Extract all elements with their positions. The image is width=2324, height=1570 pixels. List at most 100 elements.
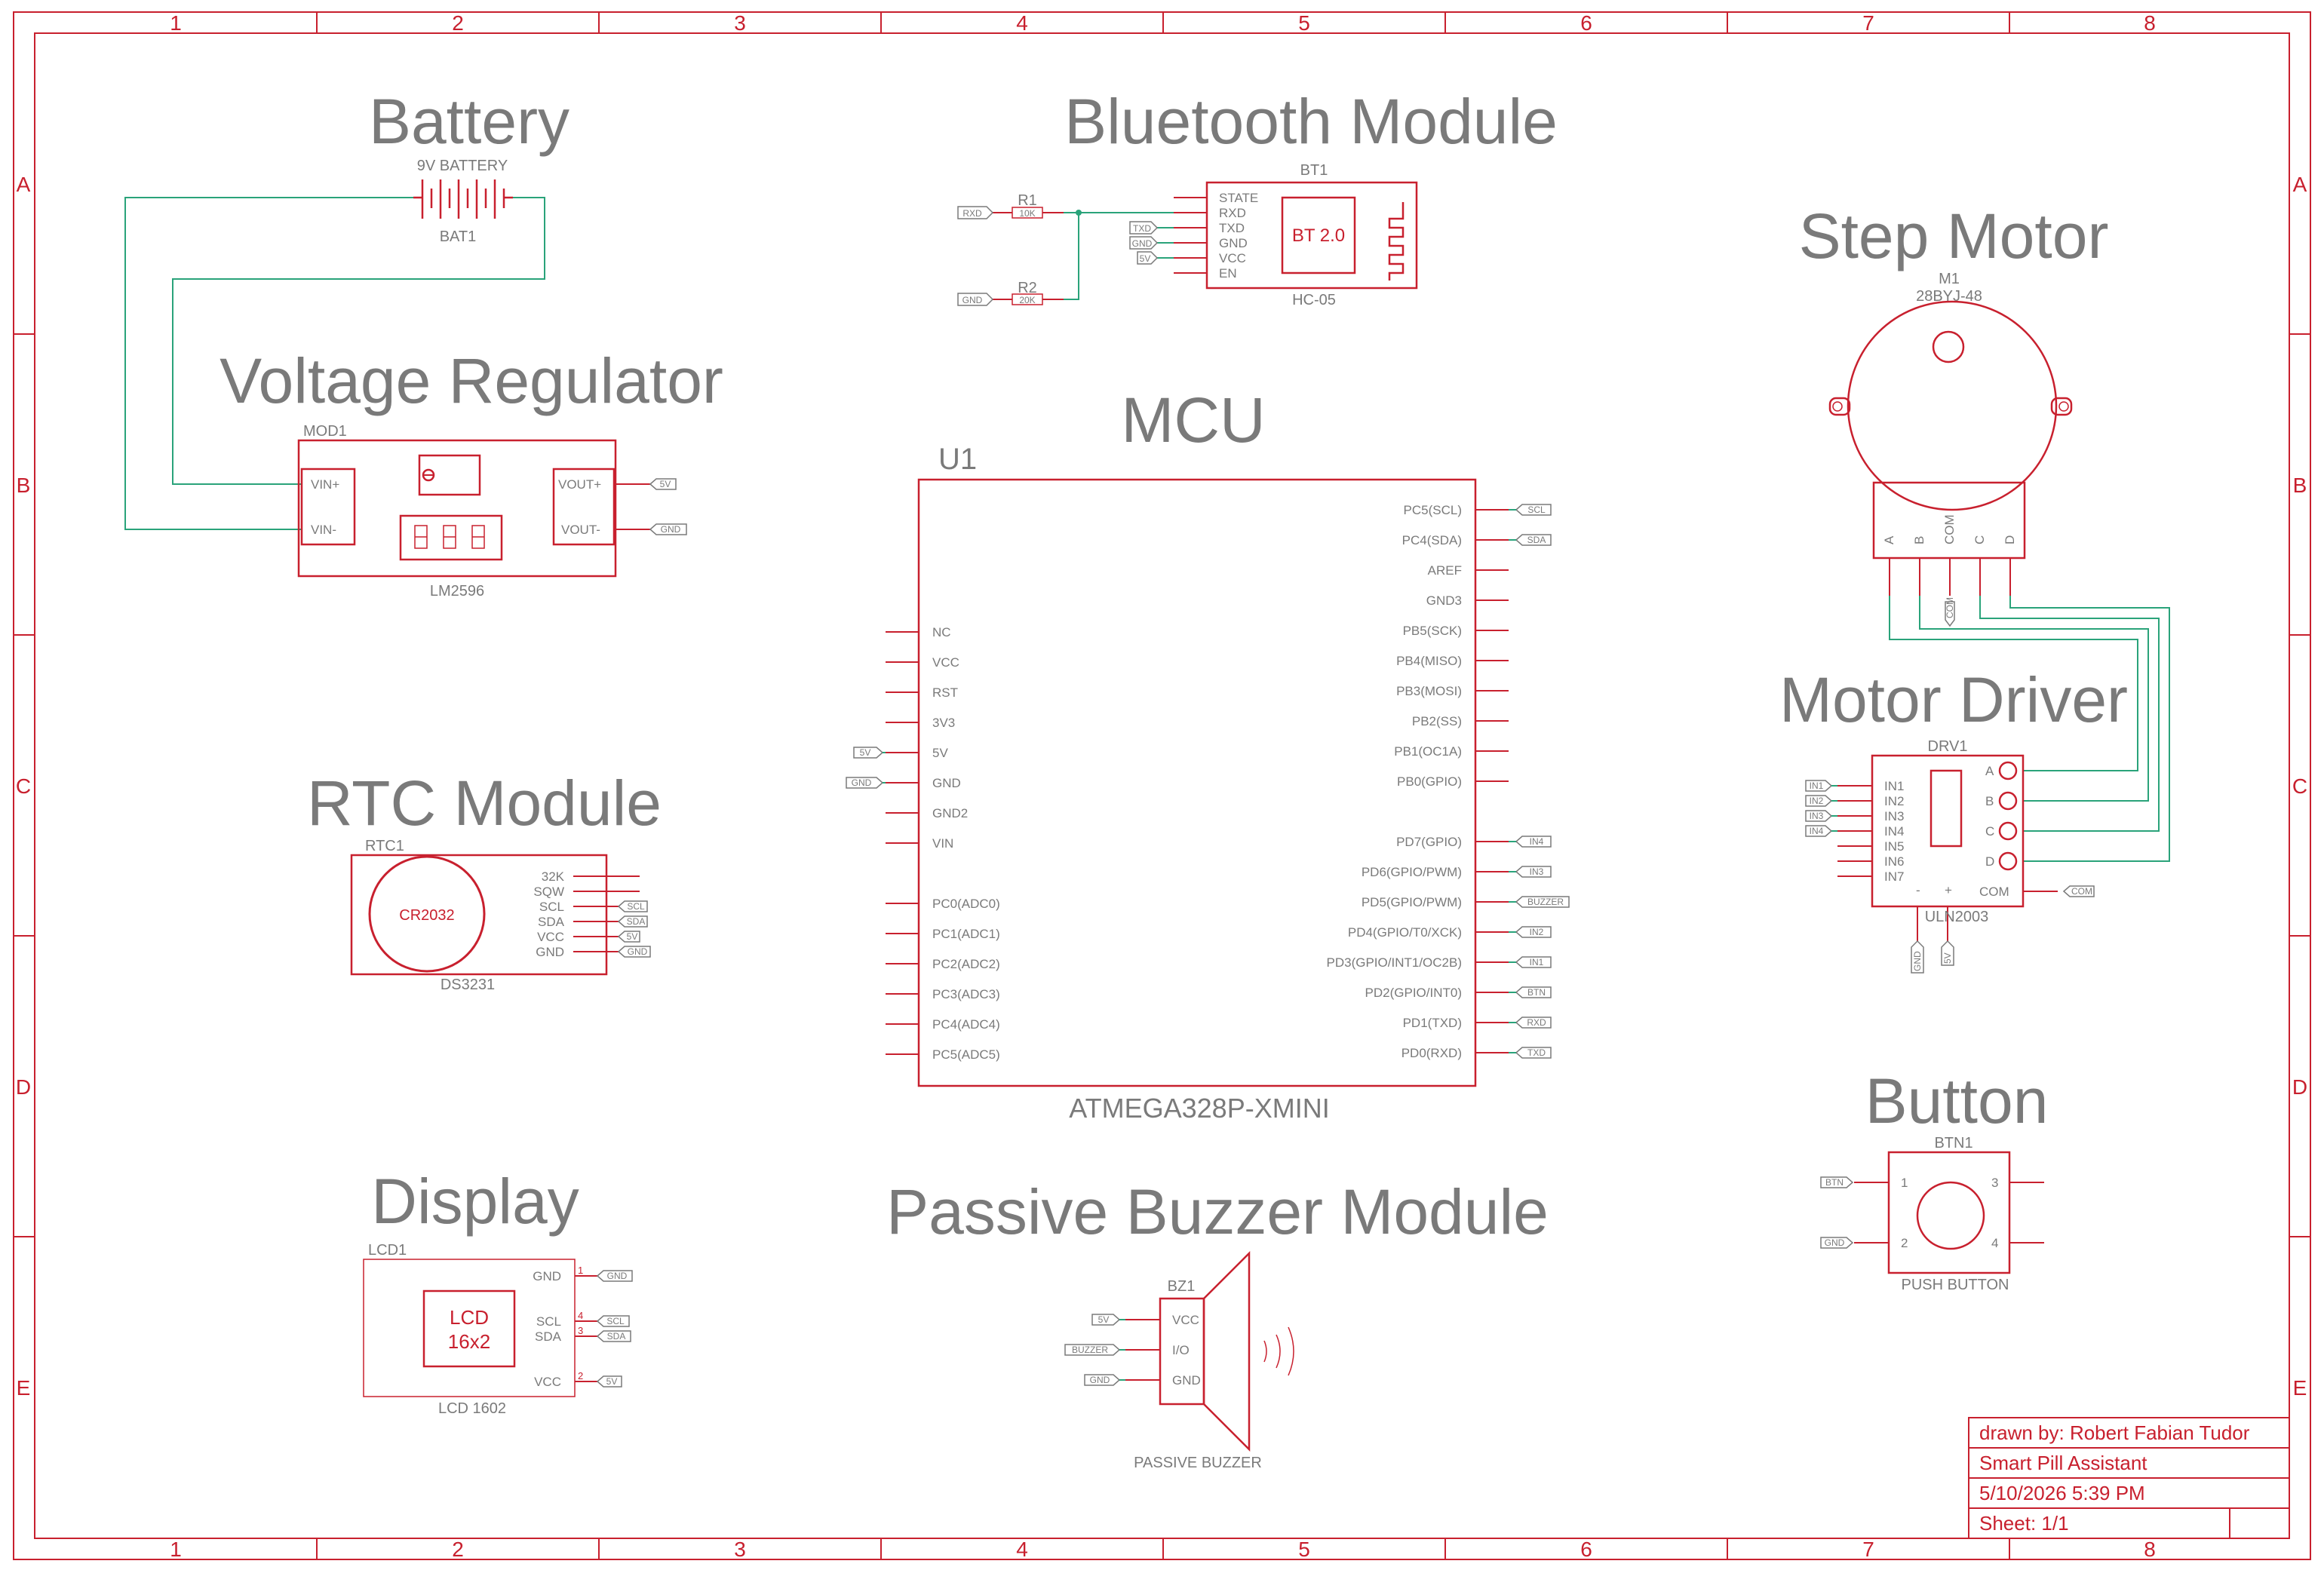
svg-text:GND: GND <box>661 524 681 535</box>
mcu-pin-nc: NC <box>932 625 951 639</box>
net-label-btn: BTN <box>1515 986 1552 998</box>
section-title-display: Display <box>371 1166 579 1237</box>
bluetooth-pin-txd: TXD <box>1219 221 1245 235</box>
driver-pin-in5: IN5 <box>1884 839 1904 854</box>
mcu-pin-pc5-scl: PC5(SCL) <box>1404 503 1462 517</box>
button-ref: BTN1 <box>1934 1135 1972 1151</box>
net-label-txd: TXD <box>1515 1047 1552 1059</box>
driver-pin-in4: IN4 <box>1884 824 1904 839</box>
svg-text:IN1: IN1 <box>1810 780 1824 791</box>
button-pin-1: 1 <box>1901 1176 1908 1190</box>
net-label-5v: 5V <box>1941 940 1954 966</box>
rtc-pin-gnd: GND <box>536 945 564 959</box>
regulator-value: LM2596 <box>430 583 484 599</box>
net-label-in3: IN3 <box>1515 866 1552 878</box>
lcd-pin-number-vcc: 2 <box>578 1370 583 1381</box>
section-title-step-motor: Step Motor <box>1799 201 2109 271</box>
regulator-ref: MOD1 <box>303 423 347 440</box>
bluetooth-net-labels: RXD GND TXD GND 5V <box>957 206 1159 306</box>
section-title-button: Button <box>1865 1066 2049 1136</box>
rtc-rtc1[interactable]: RTC1 CR2032 32K SQW SCL SDA VCC GND DS32… <box>350 838 651 993</box>
svg-text:5V: 5V <box>1140 253 1151 264</box>
svg-text:GND: GND <box>607 1271 628 1281</box>
mcu-pin-pd6-gpio-pwm: PD6(GPIO/PWM) <box>1362 865 1462 879</box>
title-block-project: Smart Pill Assistant <box>1979 1452 2147 1474</box>
zone-col-4-bottom: 4 <box>1016 1538 1028 1561</box>
mcu-pin-vcc: VCC <box>932 655 959 670</box>
button-pin-3: 3 <box>1991 1176 1998 1190</box>
lcd-pin-number-scl: 4 <box>578 1310 583 1321</box>
net-label-in4: IN4 <box>1515 836 1552 848</box>
driver-value: ULN2003 <box>1925 909 1989 925</box>
motor-m1[interactable]: M1 28BYJ-48 A B COM C D COM <box>1828 271 2073 627</box>
net-label-gnd: GND <box>1084 1374 1121 1386</box>
regulator-pin-vin-minus: VIN- <box>311 523 336 537</box>
svg-text:GND: GND <box>1132 238 1153 249</box>
svg-text:SDA: SDA <box>607 1331 626 1342</box>
driver-drv1[interactable]: DRV1 IN1 IN2 IN3 IN4 IN5 IN6 IN7 A B C D… <box>1805 738 2095 974</box>
svg-text:RXD: RXD <box>962 208 982 219</box>
zone-col-5: 5 <box>1298 11 1310 35</box>
net-label-gnd: GND <box>1820 1237 1854 1249</box>
title-block-date: 5/10/2026 5:39 PM <box>1979 1482 2145 1504</box>
zone-row-b: B <box>17 474 31 497</box>
zone-col-2: 2 <box>452 11 464 35</box>
svg-text:GND: GND <box>962 295 983 305</box>
net-label-5v: 5V <box>596 1375 622 1388</box>
svg-text:5V: 5V <box>660 479 671 489</box>
rtc-pin-scl: SCL <box>539 900 564 914</box>
regulator-mod1[interactable]: MOD1 VIN+ VIN- VOUT+ VOUT- LM2596 <box>297 423 650 599</box>
bluetooth-pin-state: STATE <box>1219 191 1258 205</box>
svg-text:GND: GND <box>852 777 872 788</box>
zone-labels: 1 2 3 4 5 6 7 8 1 2 3 4 5 6 7 8 A B C D … <box>16 11 2307 1561</box>
bluetooth-bt1[interactable]: BT1 BT 2.0 STATE RXD TXD GND VCC EN HC-0… <box>1174 162 1418 308</box>
mcu-pin-pd0-rxd: PD0(RXD) <box>1401 1046 1462 1060</box>
zone-col-5-bottom: 5 <box>1298 1538 1310 1561</box>
mcu-pin-gnd: GND <box>932 776 961 790</box>
mcu-u1[interactable]: U1 NCVCCRST3V35VGNDGND2VINPC0(ADC0)PC1(A… <box>846 443 1570 1124</box>
motor-pin-b: B <box>1912 536 1926 544</box>
mcu-pin-3v3: 3V3 <box>932 716 955 730</box>
mcu-ref: U1 <box>938 443 977 476</box>
rtc-pin-32k: 32K <box>542 869 565 884</box>
battery-bat1[interactable]: 9V BATTERY BAT1 <box>413 158 513 245</box>
lcd-lcd1[interactable]: LCD1 LCD 16x2 GND SCL SDA VCC 1 4 3 2 GN… <box>363 1242 633 1417</box>
net-label-gnd: GND <box>596 1270 633 1282</box>
motor-pin-d: D <box>2003 535 2017 544</box>
zone-row-a-right: A <box>2293 173 2307 196</box>
regulator-net-labels: 5V GND <box>649 478 687 535</box>
button-pin-2: 2 <box>1901 1236 1908 1250</box>
svg-text:SCL: SCL <box>606 1316 625 1326</box>
buzzer-bz1[interactable]: BZ1 VCC I/O GND 5V BUZZER GND <box>1064 1250 1294 1471</box>
mcu-pin-pd3-gpio-int1-oc2b: PD3(GPIO/INT1/OC2B) <box>1327 955 1462 970</box>
driver-pin-in3: IN3 <box>1884 809 1904 823</box>
mcu-pin-pb3-mosi: PB3(MOSI) <box>1396 684 1462 698</box>
zone-row-c-right: C <box>2292 774 2307 798</box>
zone-col-7-bottom: 7 <box>1862 1538 1874 1561</box>
battery-ref: BAT1 <box>440 228 477 245</box>
rtc-ref: RTC1 <box>365 838 404 854</box>
mcu-pin-pb0-gpio: PB0(GPIO) <box>1397 774 1462 789</box>
bluetooth-value: HC-05 <box>1292 292 1336 308</box>
net-label-gnd: GND <box>957 293 994 306</box>
svg-text:GND: GND <box>1912 951 1923 971</box>
bluetooth-pin-en: EN <box>1219 266 1237 281</box>
regulator-pin-vout-minus: VOUT- <box>561 523 600 537</box>
lcd-pin-number-sda: 3 <box>578 1325 583 1336</box>
rtc-pin-sqw: SQW <box>533 885 564 899</box>
section-title-rtc: RTC Module <box>307 768 662 839</box>
title-block-drawn-by: drawn by: Robert Fabian Tudor <box>1979 1421 2250 1444</box>
buzzer-pin-gnd: GND <box>1172 1373 1201 1388</box>
driver-pin-plus: + <box>1945 883 1952 897</box>
mcu-pin-pd1-txd: PD1(TXD) <box>1403 1016 1462 1030</box>
net-label-btn: BTN <box>1820 1176 1854 1188</box>
bluetooth-pin-rxd: RXD <box>1219 206 1246 220</box>
resistor-r2-value: 20K <box>1019 295 1035 305</box>
buzzer-value: PASSIVE BUZZER <box>1134 1455 1262 1471</box>
rtc-pin-vcc: VCC <box>537 930 564 944</box>
mcu-pin-vin: VIN <box>932 836 953 851</box>
driver-pin-c: C <box>1985 824 1994 839</box>
net-label-5v: 5V <box>1091 1314 1121 1326</box>
button-btn1[interactable]: BTN1 1 2 3 4 BTN GND PUSH BUTTON <box>1820 1135 2044 1293</box>
